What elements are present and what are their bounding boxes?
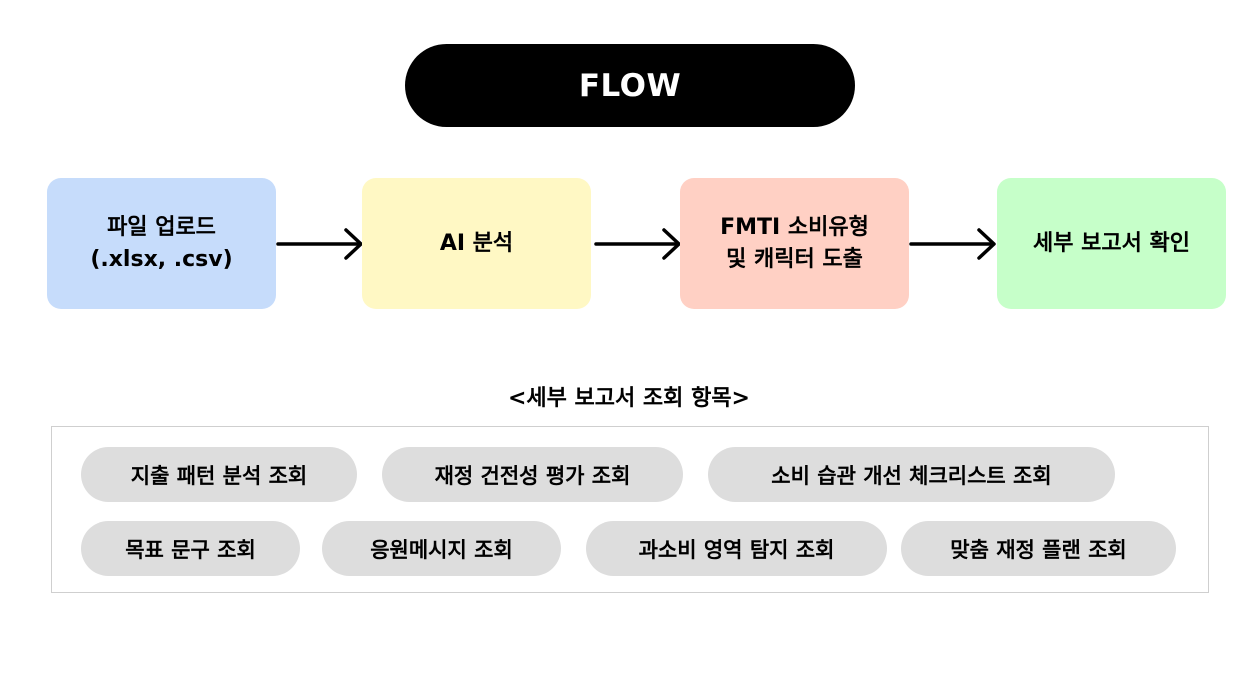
flow-title-pill: FLOW	[405, 44, 855, 127]
step-file-upload: 파일 업로드 (.xlsx, .csv)	[47, 178, 276, 309]
report-item-chip: 응원메시지 조회	[322, 521, 561, 576]
step-fmti-type-line1: FMTI 소비유형	[720, 214, 869, 240]
step-fmti-type-line2: 및 캐릭터 도출	[726, 246, 863, 272]
step-ai-analysis-label: AI 분석	[439, 230, 514, 256]
report-item-chip: 재정 건전성 평가 조회	[382, 447, 683, 502]
report-item-chip: 소비 습관 개선 체크리스트 조회	[708, 447, 1115, 502]
arrow-icon	[594, 228, 681, 260]
report-item-chip: 목표 문구 조회	[81, 521, 300, 576]
step-file-upload-line2: (.xlsx, .csv)	[90, 246, 233, 272]
report-item-chip: 과소비 영역 탐지 조회	[586, 521, 887, 576]
arrow-icon	[909, 228, 996, 260]
arrow-icon	[276, 228, 363, 260]
report-items-box	[51, 426, 1209, 593]
step-fmti-type: FMTI 소비유형 및 캐릭터 도출	[680, 178, 909, 309]
report-item-chip: 지출 패턴 분석 조회	[81, 447, 357, 502]
report-section-title: <세부 보고서 조회 항목>	[507, 386, 750, 411]
report-item-chip: 맞춤 재정 플랜 조회	[901, 521, 1176, 576]
flow-title: FLOW	[578, 67, 682, 104]
step-file-upload-line1: 파일 업로드	[107, 214, 216, 240]
step-detail-report: 세부 보고서 확인	[997, 178, 1226, 309]
step-ai-analysis: AI 분석	[362, 178, 591, 309]
step-detail-report-label: 세부 보고서 확인	[1033, 230, 1190, 256]
